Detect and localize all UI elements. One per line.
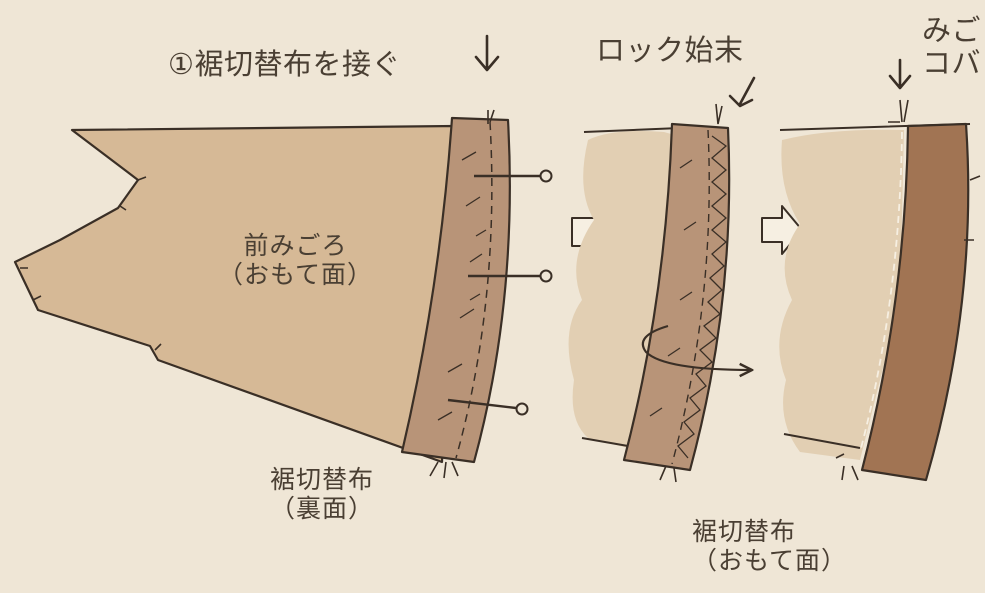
- pin-icon: [468, 269, 553, 283]
- front-bodice-label-line2: （おもて面）: [218, 259, 374, 289]
- hem-panel-front-label: 裾切替布 （おもて面）: [692, 517, 848, 576]
- pin-icon: [474, 169, 553, 183]
- hem-panel-overlocked: [622, 103, 731, 483]
- pin-icon: [447, 398, 529, 416]
- hem-panel-front-label-line2: （おもて面）: [692, 545, 848, 575]
- front-bodice-piece: [13, 124, 457, 464]
- turn-arrow-icon: [641, 324, 752, 370]
- front-bodice-label: 前みごろ （おもて面）: [218, 231, 374, 290]
- step1-heading: ①裾切替布を接ぐ: [168, 47, 401, 81]
- step3-heading: みご コバ: [922, 13, 982, 81]
- down-arrow-icon: [888, 58, 912, 90]
- hem-panel-front: [835, 99, 981, 482]
- down-arrow-icon: [474, 34, 500, 72]
- hem-panel-reverse-label-line2: （裏面）: [270, 493, 375, 523]
- front-bodice-label-line1: 前みごろ: [243, 231, 348, 260]
- pins: [447, 169, 553, 416]
- hem-panel-reverse: [400, 109, 511, 479]
- hem-panel-front-label-line1: 裾切替布: [692, 517, 797, 546]
- hem-panel-reverse-label-line1: 裾切替布: [270, 465, 375, 494]
- step3-heading-line1: みご: [922, 13, 982, 47]
- step3-heading-line2: コバ: [922, 46, 982, 81]
- hem-panel-reverse-label: 裾切替布 （裏面）: [270, 465, 375, 524]
- step2-heading: ロック始末: [596, 33, 744, 67]
- bodice-fragment-step2: [568, 127, 681, 448]
- down-arrow-icon: [728, 76, 756, 108]
